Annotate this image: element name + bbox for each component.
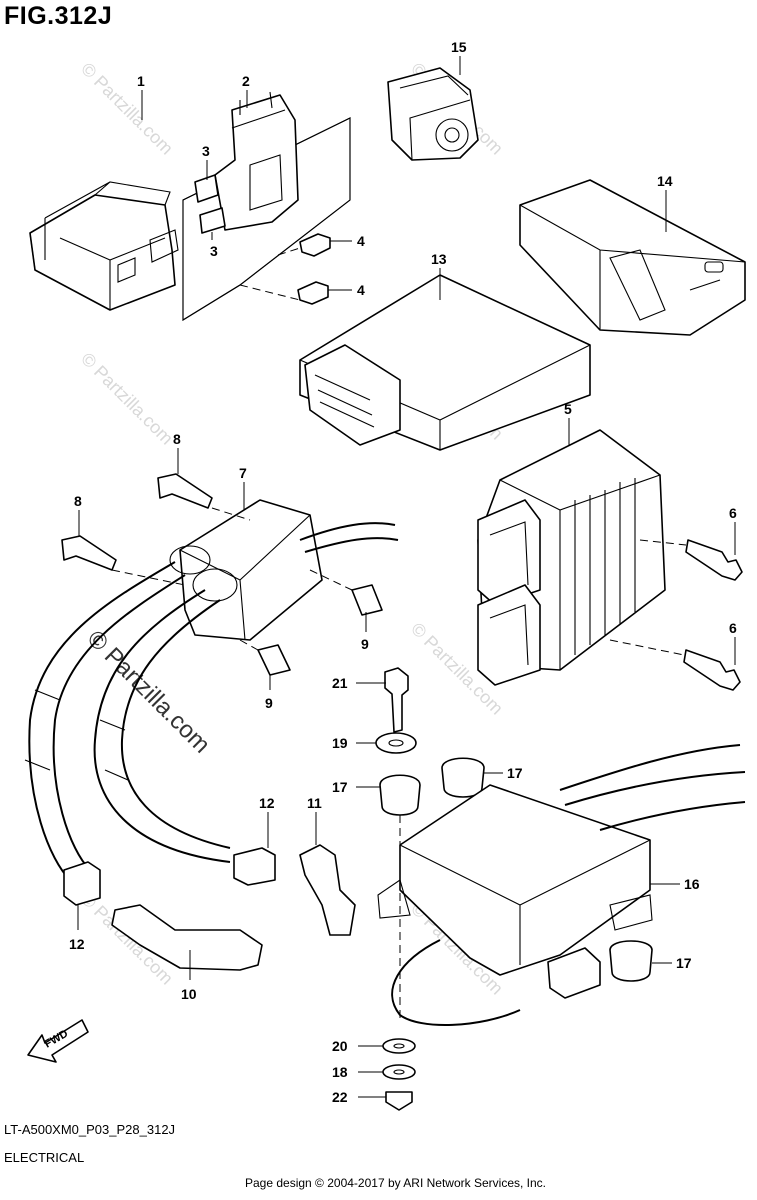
callout-5: 5 [564, 401, 572, 417]
callout-3: 3 [210, 243, 218, 259]
washer [375, 732, 417, 754]
figure-title: FIG.312J [4, 2, 113, 30]
bolt [299, 233, 331, 257]
collars-9 [239, 569, 383, 676]
fuse [199, 207, 226, 234]
callout-4: 4 [357, 233, 365, 249]
callout-13: 13 [431, 251, 447, 267]
watermark: © Partzilla.com [77, 349, 177, 449]
callout-8: 8 [74, 493, 82, 509]
callout-18: 18 [332, 1064, 348, 1080]
harness [24, 522, 399, 881]
grommet [441, 757, 485, 798]
callout-17: 17 [676, 955, 692, 971]
callout-6: 6 [729, 505, 737, 521]
callout-20: 20 [332, 1038, 348, 1054]
plug-caps [63, 844, 356, 971]
callout-8: 8 [173, 431, 181, 447]
callout-15: 15 [451, 39, 467, 55]
controller-16 [377, 744, 746, 1026]
regulator-5 [477, 429, 666, 686]
callout-21: 21 [332, 675, 348, 691]
bolt-21-and-washers [375, 667, 653, 1020]
callout-3: 3 [202, 143, 210, 159]
callout-14: 14 [657, 173, 673, 189]
copyright-credit: Page design © 2004-2017 by ARI Network S… [245, 1176, 547, 1190]
callout-19: 19 [332, 735, 348, 751]
callout-16: 16 [684, 876, 700, 892]
bolts-8 [61, 473, 251, 586]
ignition-coil-7 [169, 499, 323, 641]
callout-1: 1 [137, 73, 145, 89]
fwd-arrow: FWD [27, 1019, 89, 1063]
ecm-13 [299, 274, 591, 451]
callout-22: 22 [332, 1089, 348, 1105]
callout-7: 7 [239, 465, 247, 481]
callout-12: 12 [259, 795, 275, 811]
callout-12: 12 [69, 936, 85, 952]
callout-17: 17 [507, 765, 523, 781]
model-code: LT-A500XM0_P03_P28_312J [4, 1122, 176, 1137]
relay-body [29, 194, 176, 311]
cover-14 [519, 179, 746, 336]
bolt [297, 281, 329, 305]
callout-10: 10 [181, 986, 197, 1002]
callout-2: 2 [242, 73, 250, 89]
category-label: ELECTRICAL [4, 1150, 85, 1165]
callout-17: 17 [332, 779, 348, 795]
callout-9: 9 [265, 695, 273, 711]
callouts: 1 2 3 3 4 4 15 14 13 5 6 6 7 8 8 9 9 12 [69, 39, 737, 1105]
callout-4: 4 [357, 282, 365, 298]
connector-15 [387, 67, 479, 161]
relay-assembly [29, 91, 351, 321]
grommet [609, 940, 653, 982]
callout-6: 6 [729, 620, 737, 636]
watermark-dark: © Partzilla.com [82, 625, 215, 758]
bolts-6 [609, 539, 743, 691]
grommet [379, 774, 421, 816]
watermark: © Partzilla.com [77, 59, 177, 159]
callout-11: 11 [307, 795, 322, 811]
callout-9: 9 [361, 636, 369, 652]
washers-lower [382, 1038, 416, 1111]
fuse [194, 174, 219, 203]
